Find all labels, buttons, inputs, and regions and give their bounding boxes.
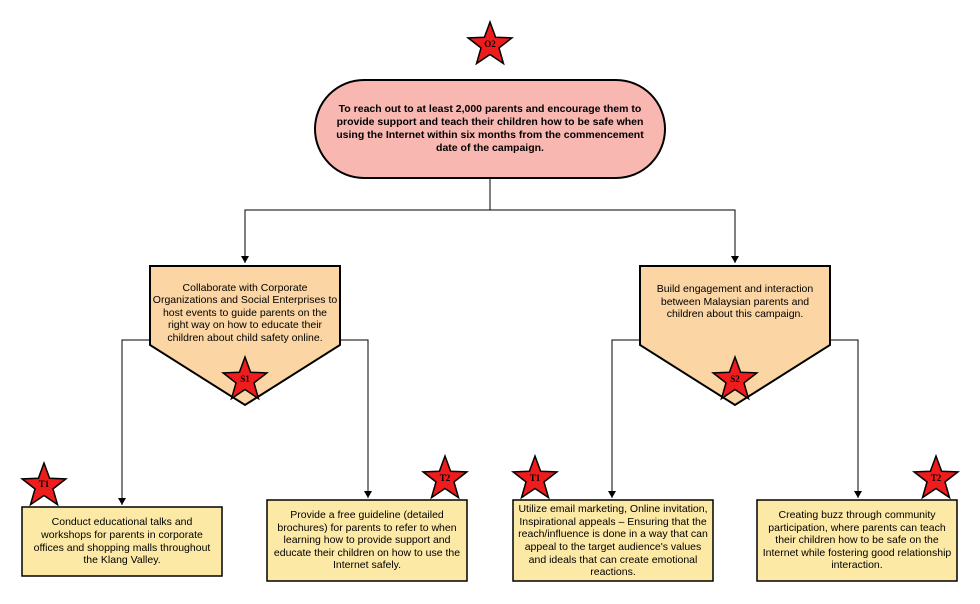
connector-goal-s1	[241, 178, 491, 263]
goal-text: To reach out to at least 2,000 parents a…	[336, 103, 644, 154]
star-label-t1-right: T1	[529, 473, 541, 483]
tactic-1-text: Conduct educational talks and workshops …	[33, 516, 211, 567]
star-icon-t1-left	[20, 460, 68, 507]
connector-s2-t1	[608, 339, 640, 498]
strategy-s1-text: Collaborate with Corporate Organizations…	[152, 281, 338, 344]
star-label-t2-right: T2	[930, 473, 942, 483]
tactic-shape-3	[512, 499, 714, 582]
tactic-shape-1	[21, 506, 223, 577]
tactic-shape-4	[756, 499, 958, 582]
tactic-shape-2	[266, 499, 468, 582]
star-label-t1-left: T1	[38, 479, 50, 489]
connector-s1-t1	[118, 339, 150, 505]
tactic-3-text: Utilize email marketing, Online invitati…	[518, 503, 708, 579]
star-icon-s2	[711, 354, 759, 401]
star-label-s1: S1	[240, 374, 250, 384]
connector-goal-s2	[490, 209, 739, 263]
star-label-o2: O2	[484, 39, 496, 49]
strategy-s2-text: Build engagement and interaction between…	[656, 283, 814, 321]
star-icon-o2	[466, 19, 514, 66]
strategy-shape-s1	[149, 265, 341, 407]
star-label-s2: S2	[730, 374, 740, 384]
star-icon-s1	[221, 354, 269, 401]
star-icon-t2-right	[912, 453, 960, 500]
strategy-shape-s2	[639, 265, 831, 407]
connector-s2-t2	[830, 339, 862, 498]
star-label-t2-left: T2	[439, 473, 451, 483]
connectors	[118, 178, 862, 505]
tactic-2-text: Provide a free guideline (detailed broch…	[273, 509, 461, 572]
tactic-4-text: Creating buzz through community particip…	[762, 509, 952, 572]
goal-shape	[314, 79, 666, 179]
star-icon-t2-left	[421, 453, 469, 500]
star-icon-t1-right	[511, 453, 559, 500]
connector-s1-t2	[340, 339, 372, 498]
